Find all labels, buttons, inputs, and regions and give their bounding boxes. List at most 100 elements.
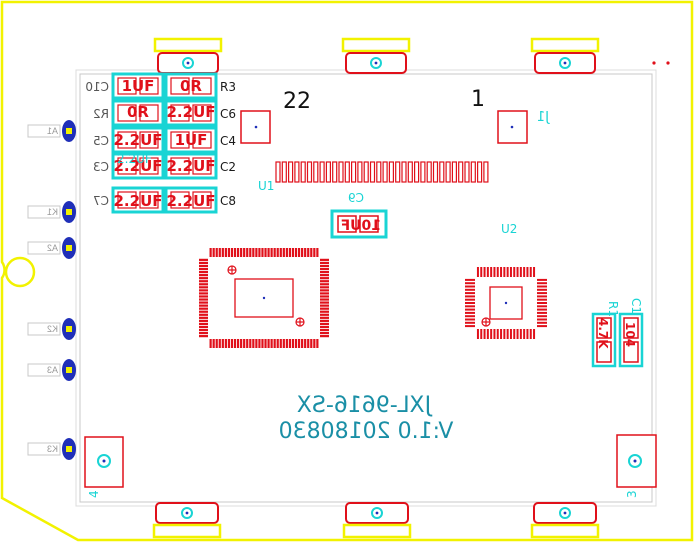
- qfp-lead: [533, 267, 536, 277]
- qfp-lead: [523, 329, 526, 339]
- fpc-pin: [464, 161, 470, 183]
- qfp-lead: [523, 267, 526, 277]
- qfp-lead: [267, 339, 270, 348]
- qfp-lead: [243, 248, 246, 257]
- qfp-lead: [320, 270, 329, 274]
- qfp-lead: [465, 282, 475, 285]
- cap-outline: [111, 126, 165, 154]
- qfp-lead: [199, 325, 208, 329]
- r1-value: 4.7K: [596, 318, 610, 349]
- qfp-lead: [246, 248, 249, 257]
- qfp-lead: [236, 248, 240, 257]
- qfp-lead: [288, 339, 292, 348]
- j1-pad-dot: [510, 125, 514, 129]
- qfp-lead: [236, 339, 240, 348]
- qfp-lead: [533, 329, 536, 339]
- qfp-lead: [224, 248, 227, 257]
- qfp-lead: [233, 339, 237, 348]
- qfp-lead: [465, 278, 475, 281]
- cap-value: 1UF: [122, 77, 155, 95]
- pin-1-label: 1: [471, 87, 485, 112]
- fpc-pin: [458, 161, 464, 183]
- qfp-lead: [218, 339, 221, 348]
- cap-outline: [164, 126, 218, 154]
- qfp-lead: [199, 283, 208, 286]
- side-connector-label: A2: [47, 243, 58, 253]
- qfp-lead: [255, 248, 258, 257]
- cap-pad: [170, 77, 190, 95]
- j1-pad-dot: [254, 125, 258, 129]
- side-connector-outline: [27, 124, 61, 138]
- qfp-lead: [503, 329, 506, 339]
- qfp-lead: [199, 292, 208, 295]
- qfp-lead: [537, 288, 547, 291]
- cap-pad: [192, 131, 212, 149]
- cap-pad: [192, 104, 212, 122]
- cap-pad: [117, 191, 137, 209]
- qfp-lead: [537, 302, 547, 304]
- fpc-pin: [376, 161, 382, 183]
- fpc-pin: [426, 161, 432, 183]
- qfp-lead: [320, 295, 329, 298]
- fpc-pin: [357, 161, 363, 183]
- c9-label: C9: [348, 191, 364, 205]
- qfp-body: [234, 278, 294, 318]
- cap-outline: [164, 186, 218, 214]
- fpc-pin: [344, 161, 350, 183]
- qfp-lead: [199, 267, 208, 271]
- cap-pad: [139, 131, 159, 149]
- qfp-lead: [230, 248, 234, 257]
- qfp-lead: [212, 339, 215, 348]
- qfp-lead: [261, 339, 264, 348]
- c9-part: [330, 209, 388, 239]
- qfp-lead: [224, 339, 227, 348]
- qfp-lead: [199, 280, 208, 283]
- cap-ref: C2: [220, 160, 236, 174]
- qfp-lead: [480, 267, 483, 277]
- cap-ref: C10: [85, 80, 109, 94]
- qfp-lead: [212, 248, 215, 257]
- qfp-center: [504, 301, 508, 305]
- qfp-lead: [509, 329, 512, 339]
- side-connector-outline: [27, 322, 61, 336]
- qfp-lead: [465, 321, 475, 324]
- qfp-lead: [537, 295, 547, 298]
- qfp-lead: [199, 286, 208, 289]
- cap-value: 2.2UF: [167, 103, 216, 121]
- qfp-lead: [270, 248, 273, 257]
- cap-outline: [111, 72, 165, 100]
- u1-label: U1: [258, 179, 274, 193]
- cap-ref: C7: [93, 194, 109, 208]
- qfp-lead: [320, 289, 329, 292]
- qfp-lead: [199, 295, 208, 298]
- c3-overlap-silk: 2.2UF: [117, 152, 152, 166]
- cap-pad: [139, 104, 159, 122]
- qfp-lead: [199, 304, 208, 307]
- fpc-pin: [363, 161, 369, 183]
- qfp-lead: [209, 339, 212, 348]
- qfp-lead: [301, 339, 304, 348]
- qfp-lead: [199, 270, 208, 274]
- qfp-lead: [199, 316, 208, 319]
- cap-outline: [111, 186, 165, 214]
- qfp-lead: [537, 311, 547, 314]
- qfp-lead: [199, 313, 208, 316]
- qfp-lead: [199, 277, 208, 280]
- pin-22-label: 22: [283, 89, 311, 114]
- cap-pad: [192, 77, 212, 95]
- qfp-lead: [307, 339, 310, 348]
- cap-ref: C3: [93, 160, 109, 174]
- qfp-lead: [199, 298, 208, 301]
- fpc-pin: [445, 161, 451, 183]
- qfp-lead: [465, 288, 475, 291]
- qfp-lead: [465, 318, 475, 321]
- cap-pad: [170, 157, 190, 175]
- qfp-lead: [320, 292, 329, 295]
- qfp-lead: [519, 267, 522, 277]
- qfp-lead: [199, 335, 208, 338]
- qfp-lead: [199, 261, 208, 265]
- cap-pad: [117, 104, 137, 122]
- qfp-lead: [313, 339, 316, 348]
